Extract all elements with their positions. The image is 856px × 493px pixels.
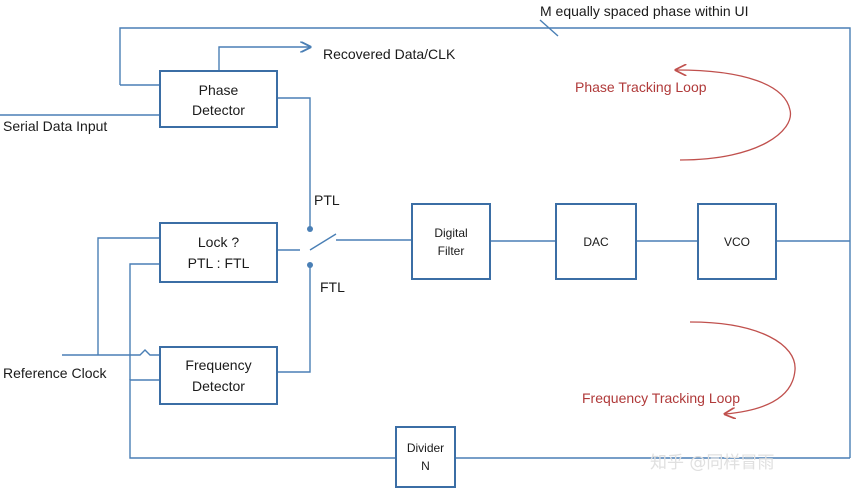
phase-loop-arrow	[676, 70, 792, 161]
reference-clock-wire	[62, 349, 160, 356]
ref-to-lock-wire-outer	[97, 237, 160, 355]
ftl-contact	[307, 262, 313, 268]
phase-detector-label-1: Phase	[199, 82, 239, 98]
m-phase-label: M equally spaced phase within UI	[540, 3, 749, 19]
fd-to-ftl-wire	[277, 265, 311, 373]
ref-to-lock-wire-inner	[129, 263, 160, 380]
freq-detector-label-2: Detector	[192, 378, 245, 394]
phase-detector-label-2: Detector	[192, 102, 245, 118]
ptl-label: PTL	[314, 192, 340, 208]
lock-label-1: Lock ?	[198, 234, 239, 250]
recovered-data-wire	[218, 47, 310, 71]
pd-to-ptl-wire	[277, 97, 311, 229]
divider-label-1: Divider	[407, 441, 444, 455]
lock-label-2: PTL : FTL	[188, 255, 250, 271]
lock-detector-block: Lock ? PTL : FTL	[159, 222, 278, 283]
ptl-contact	[307, 226, 313, 232]
digital-filter-block: Digital Filter	[411, 203, 491, 280]
frequency-tracking-loop-label: Frequency Tracking Loop	[582, 390, 740, 406]
digital-filter-label-2: Filter	[438, 244, 465, 258]
recovered-data-label: Recovered Data/CLK	[323, 46, 456, 62]
dac-label: DAC	[583, 235, 609, 249]
freq-detector-label-1: Frequency	[185, 357, 251, 373]
dac-block: DAC	[555, 203, 637, 280]
serial-data-input-label: Serial Data Input	[3, 118, 107, 134]
frequency-loop-arrow	[689, 321, 796, 414]
vco-label: VCO	[724, 235, 750, 249]
reference-clock-label: Reference Clock	[3, 365, 107, 381]
divider-block: Divider N	[395, 426, 456, 488]
phase-tracking-loop-label: Phase Tracking Loop	[575, 79, 707, 95]
phase-detector-block: Phase Detector	[159, 70, 278, 128]
switch-blade	[309, 233, 337, 251]
vco-feedback-top-wire	[119, 27, 851, 458]
vco-block: VCO	[697, 203, 777, 280]
divider-label-2: N	[421, 459, 430, 473]
digital-filter-label-1: Digital	[434, 226, 467, 240]
m-phase-slash	[539, 19, 559, 37]
ftl-label: FTL	[320, 279, 345, 295]
watermark: 知乎 @同样冒雨	[650, 453, 774, 473]
divider-to-fd-wire	[129, 379, 396, 459]
frequency-detector-block: Frequency Detector	[159, 346, 278, 405]
